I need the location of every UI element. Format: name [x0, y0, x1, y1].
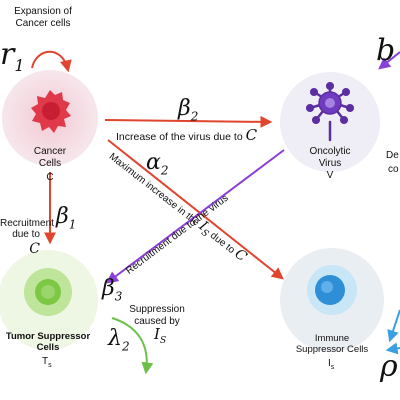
- increase-virus-label: Increase of the virus due to C: [116, 126, 258, 144]
- b-arrow: [378, 51, 400, 70]
- cancer-name: Cancer Cells: [33, 146, 67, 169]
- suppression-var: IS: [154, 325, 167, 347]
- alpha2-arrow: [107, 139, 284, 280]
- de-partial-label: De: [386, 150, 399, 161]
- immune-suppressor-cell-icon: [307, 265, 357, 315]
- tumor-suppressor-cell-icon: [24, 268, 72, 316]
- tumor-symbol: Ts: [42, 356, 52, 369]
- lambda2-arrow: [111, 317, 154, 375]
- lambda2-label: λ2: [108, 326, 130, 354]
- beta3-label: β3: [102, 276, 123, 304]
- rho-arrow: [387, 309, 400, 343]
- expansion-loop-arrow: [31, 50, 72, 73]
- co-partial-label: co: [388, 164, 399, 175]
- tumor-name: Tumor Suppressor Cells: [5, 331, 91, 353]
- rho-arrow-2: [385, 342, 400, 355]
- beta1-label: β1: [56, 204, 77, 232]
- immune-symbol: Is: [328, 358, 335, 371]
- beta2-label: β2: [178, 96, 199, 124]
- alpha2-label: α2: [146, 150, 169, 178]
- cancer-symbol: C: [46, 172, 54, 183]
- rho-label: ρ: [380, 349, 398, 384]
- immune-name: Immune Suppressor Cells: [295, 333, 369, 355]
- beta3-arrow: [106, 149, 285, 284]
- expansion-label: Expansion of Cancer cells: [14, 6, 72, 29]
- suppression-label: Suppression caused by: [129, 304, 185, 327]
- recruit-c-label: Recruitment due to C: [0, 217, 54, 257]
- beta2-arrow: [104, 115, 273, 128]
- b-label: b: [376, 33, 396, 68]
- virus-symbol: V: [326, 170, 334, 181]
- cancer-cell-icon: [31, 90, 71, 133]
- virus-name: Oncolytic Virus: [309, 146, 351, 169]
- r1-label: r1: [0, 37, 25, 75]
- virus-icon: [305, 81, 355, 142]
